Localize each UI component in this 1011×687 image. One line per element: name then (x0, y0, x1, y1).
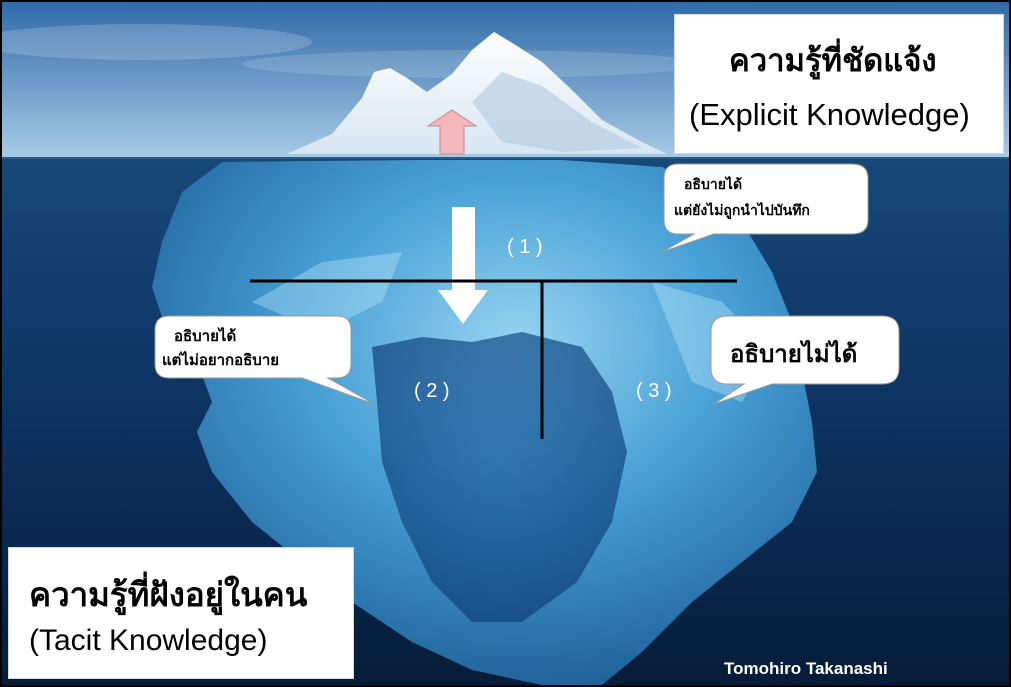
segment-label-3: ( 3 ) (636, 380, 672, 402)
explicit-title-english: (Explicit Knowledge) (689, 97, 970, 132)
down-arrow-icon (438, 207, 488, 324)
segment-label-2: ( 2 ) (414, 380, 450, 402)
bubble-2-line-2: แต่ไม่อยากอธิบาย (162, 351, 280, 369)
bubble-1-line-1: อธิบายได้ (684, 177, 743, 193)
author-credit: Tomohiro Takanashi (724, 659, 888, 678)
segment-label-1: ( 1 ) (507, 236, 543, 258)
tacit-title-thai: ความรู้ที่ฝังอยู่ในคน (29, 575, 308, 614)
explicit-title-thai: ความรู้ที่ชัดแจ้ง (729, 43, 937, 79)
speech-bubble-3 (710, 315, 900, 405)
bubble-2-line-1: อธิบายได้ (174, 327, 237, 345)
bubble-1-line-2: แต่ยังไม่ถูกนำไปบันทึก (674, 203, 810, 219)
iceberg-highlight (252, 252, 402, 332)
tacit-knowledge-box: ความรู้ที่ฝังอยู่ในคน (Tacit Knowledge) (8, 547, 354, 679)
iceberg-inner (372, 332, 627, 622)
up-arrow-icon (426, 109, 478, 155)
bubble-3-line-1: อธิบายไม่ได้ (730, 340, 858, 368)
cloud (2, 24, 312, 60)
speech-bubble-2 (154, 315, 375, 405)
speech-bubble-1 (661, 163, 869, 253)
iceberg-peak-shadow (472, 72, 642, 152)
tacit-title-english: (Tacit Knowledge) (29, 624, 268, 657)
explicit-knowledge-box: ความรู้ที่ชัดแจ้ง (Explicit Knowledge) (674, 14, 1004, 154)
